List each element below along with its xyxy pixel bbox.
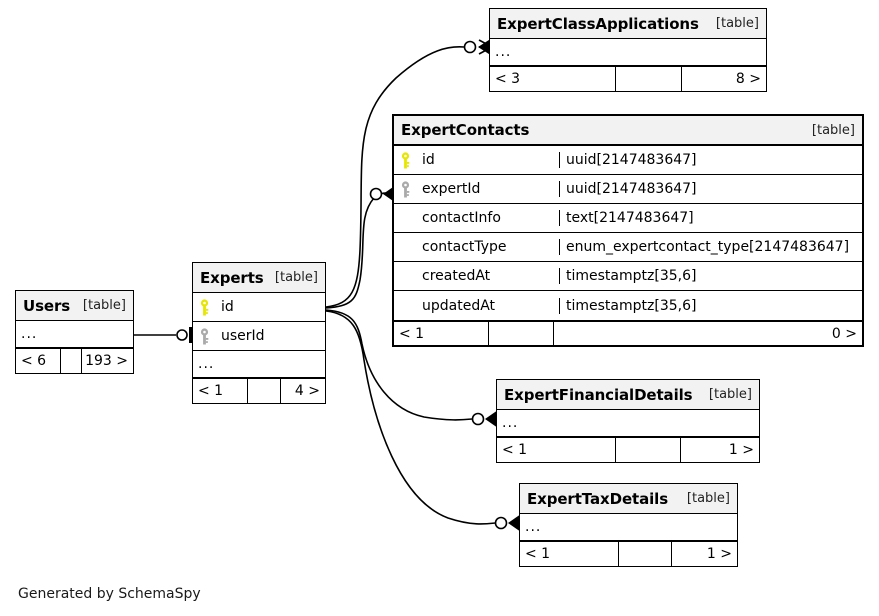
table-row[interactable]: userId [193, 322, 325, 351]
footer-children-count: 0 > [831, 325, 857, 342]
column-name: userId [221, 328, 265, 344]
footer-middle [615, 67, 682, 91]
table-users[interactable]: Users [table] ... < 6 193 > [15, 290, 134, 374]
footer-children-count: 1 > [728, 442, 754, 458]
table-expertcontacts[interactable]: ExpertContacts [table] id uuid[214748364… [392, 114, 864, 347]
footer-children-count: 193 > [85, 353, 128, 369]
table-experts[interactable]: Experts [table] id userId ... < 1 4 > [192, 262, 326, 404]
table-title: ExpertTaxDetails [527, 489, 669, 508]
table-header: ExpertFinancialDetails [table] [497, 380, 759, 410]
column-type: enum_expertcontact_type[2147483647] [559, 239, 862, 255]
table-kind-label: [table] [82, 298, 126, 313]
cardinality-zero-circle [494, 516, 508, 530]
table-footer: < 3 8 > [490, 66, 766, 91]
table-title: ExpertClassApplications [497, 14, 699, 33]
table-experttaxdetails[interactable]: ExpertTaxDetails [table] ... < 1 1 > [519, 483, 738, 567]
footer-middle [247, 379, 281, 403]
table-row[interactable]: expertId uuid[2147483647] [394, 175, 862, 204]
table-row[interactable]: contactInfo text[2147483647] [394, 204, 862, 233]
table-kind-label: [table] [274, 270, 318, 285]
column-name: updatedAt [422, 297, 496, 314]
table-expertfinancialdetails[interactable]: ExpertFinancialDetails [table] ... < 1 1… [496, 379, 760, 463]
cardinality-zero-circle [463, 40, 477, 54]
footer-children-count: 4 > [294, 383, 320, 399]
table-header: ExpertClassApplications [table] [490, 9, 766, 39]
table-header: Users [table] [16, 291, 133, 321]
collapsed-columns-ellipsis: ... [497, 410, 759, 437]
column-type: timestamptz[35,6] [559, 297, 862, 314]
primary-key-icon [394, 151, 416, 169]
table-header: Experts [table] [193, 263, 325, 293]
table-footer: < 1 4 > [193, 378, 325, 403]
collapsed-columns-ellipsis: ... [193, 351, 325, 378]
collapsed-columns-ellipsis: ... [520, 514, 737, 541]
column-type: text[2147483647] [559, 210, 862, 226]
column-type: uuid[2147483647] [559, 181, 862, 197]
foreign-key-icon [394, 180, 416, 198]
column-name: contactType [422, 239, 507, 255]
table-kind-label: [table] [708, 387, 752, 402]
primary-key-icon [193, 298, 215, 316]
table-footer: < 6 193 > [16, 348, 133, 373]
table-title: ExpertContacts [401, 121, 530, 139]
table-header: ExpertContacts [table] [394, 116, 862, 146]
table-row[interactable]: createdAt timestamptz[35,6] [394, 262, 862, 291]
cardinality-zero-circle [369, 187, 383, 201]
table-row[interactable]: id uuid[2147483647] [394, 146, 862, 175]
column-name: id [422, 152, 435, 168]
footer-middle [618, 542, 672, 566]
footer-parents-count: < 3 [495, 71, 521, 87]
footer-children-count: 8 > [735, 71, 761, 87]
table-title: Users [23, 296, 71, 315]
table-header: ExpertTaxDetails [table] [520, 484, 737, 514]
edge-experts-expertcontacts [325, 192, 387, 309]
column-name: id [221, 299, 234, 315]
footer-middle [488, 322, 554, 345]
cardinality-zero-circle [471, 412, 485, 426]
table-kind-label: [table] [811, 122, 855, 138]
footer-parents-count: < 1 [198, 383, 224, 399]
collapsed-columns-ellipsis: ... [490, 39, 766, 66]
footer-children-count: 1 > [706, 546, 732, 562]
cardinality-zero-circle [176, 329, 188, 341]
footer-parents-count: < 1 [502, 442, 528, 458]
table-footer: < 1 1 > [497, 437, 759, 462]
table-title: Experts [200, 268, 264, 287]
collapsed-columns-ellipsis: ... [16, 321, 133, 348]
generator-credit: Generated by SchemaSpy [18, 586, 201, 602]
table-row[interactable]: contactType enum_expertcontact_type[2147… [394, 233, 862, 262]
table-footer: < 1 1 > [520, 541, 737, 566]
table-footer: < 1 0 > [394, 320, 862, 345]
table-row[interactable]: id [193, 293, 325, 322]
footer-middle [615, 438, 681, 462]
column-type: timestamptz[35,6] [559, 268, 862, 284]
column-name: createdAt [422, 268, 491, 284]
table-kind-label: [table] [686, 491, 730, 506]
footer-parents-count: < 1 [399, 325, 425, 342]
table-kind-label: [table] [715, 16, 759, 31]
footer-parents-count: < 1 [525, 546, 551, 562]
column-name: contactInfo [422, 210, 501, 226]
table-row[interactable]: updatedAt timestamptz[35,6] [394, 291, 862, 320]
column-name: expertId [422, 181, 481, 197]
footer-middle [60, 349, 82, 373]
footer-parents-count: < 6 [21, 353, 47, 369]
foreign-key-icon [193, 327, 215, 345]
table-expertclassapplications[interactable]: ExpertClassApplications [table] ... < 3 … [489, 8, 767, 92]
table-title: ExpertFinancialDetails [504, 385, 693, 404]
column-type: uuid[2147483647] [559, 152, 862, 168]
